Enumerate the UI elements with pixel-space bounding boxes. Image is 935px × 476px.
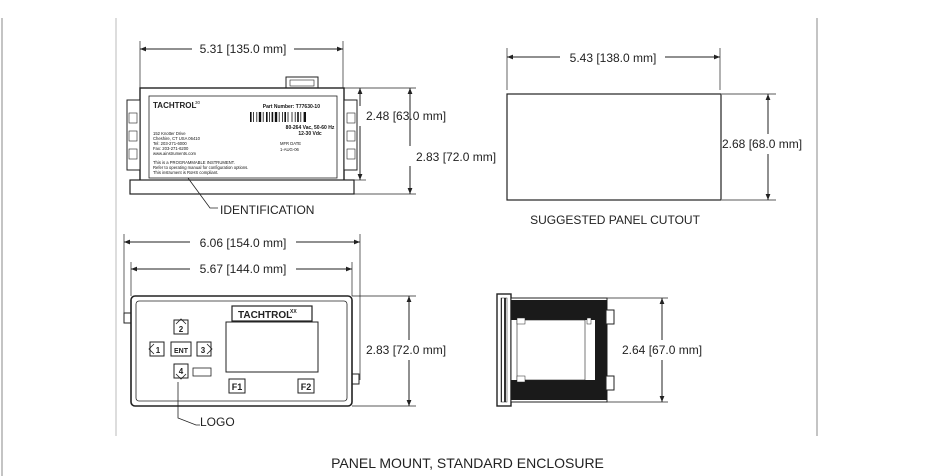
barcode-bar bbox=[297, 112, 299, 122]
key-left-button[interactable] bbox=[149, 341, 165, 357]
dim-front-height: 2.83 [72.0 mm] bbox=[366, 343, 446, 357]
id-note3: This instrument is RoHS compliant. bbox=[153, 170, 218, 175]
barcode-bar bbox=[274, 112, 278, 122]
indicator-slot bbox=[192, 367, 212, 377]
f2-button[interactable] bbox=[297, 378, 315, 394]
id-date: 1-AUG-06 bbox=[280, 147, 300, 152]
side-view: 2.64 [67.0 mm] bbox=[496, 293, 702, 407]
logo-label-text: LOGO bbox=[200, 415, 235, 429]
id-address1: 152 Knotter Drive bbox=[153, 131, 186, 136]
barcode-bar bbox=[266, 112, 268, 122]
right-clip bbox=[351, 373, 360, 385]
dim-front-width-outer: 6.06 [154.0 mm] bbox=[200, 236, 287, 250]
key-right-button[interactable] bbox=[196, 341, 212, 357]
dim-front-width-inner: 5.67 [144.0 mm] bbox=[200, 262, 287, 276]
identification-label bbox=[148, 95, 338, 179]
barcode-bar bbox=[253, 112, 254, 122]
id-note2: Refer to operating manual for configurat… bbox=[153, 165, 248, 170]
cutout-rectangle bbox=[506, 93, 722, 201]
barcode-bar bbox=[258, 112, 262, 122]
front-logo-plate bbox=[231, 305, 313, 322]
side-rib-top bbox=[511, 300, 607, 320]
dim-cutout-width: 5.43 [138.0 mm] bbox=[570, 51, 657, 65]
barcode bbox=[250, 112, 306, 122]
side-terminal-top bbox=[605, 309, 615, 325]
key-left-label: 1 bbox=[156, 346, 161, 355]
dim-top-height-inner: 2.48 [63.0 mm] bbox=[366, 109, 446, 123]
barcode-bar bbox=[294, 112, 296, 122]
key-up-label: 2 bbox=[179, 325, 184, 334]
barcode-bar bbox=[250, 112, 252, 122]
barcode-bar bbox=[262, 112, 264, 122]
top-view: 5.31 [135.0 mm] TACHTROL 30 Part Number:… bbox=[126, 41, 496, 217]
id-tel: Tel: 203-271-6000 bbox=[153, 141, 187, 146]
key-enter-label: ENT bbox=[174, 348, 189, 355]
barcode-bar bbox=[300, 112, 302, 122]
id-address2: Cheshire, CT USA 06410 bbox=[153, 136, 201, 141]
side-rib-bottom bbox=[511, 380, 607, 400]
id-brand-sup: 30 bbox=[195, 100, 201, 105]
key-enter-button[interactable] bbox=[170, 341, 192, 357]
front-view: 6.06 [154.0 mm] 5.67 [144.0 mm] TACHTROL… bbox=[123, 234, 446, 429]
front-brand: TACHTROL bbox=[238, 310, 292, 321]
front-brand-sup: XX bbox=[290, 309, 297, 315]
key-down-label: 4 bbox=[179, 367, 184, 376]
f1-button[interactable] bbox=[228, 378, 246, 394]
f1-label: F1 bbox=[232, 382, 243, 392]
barcode-bar bbox=[278, 112, 280, 122]
identification-label-text: IDENTIFICATION bbox=[220, 203, 314, 217]
barcode-bar bbox=[282, 112, 283, 122]
barcode-bar bbox=[291, 112, 293, 122]
key-up-button[interactable] bbox=[173, 319, 189, 335]
barcode-bar bbox=[271, 112, 274, 122]
id-brand: TACHTROL bbox=[153, 101, 197, 110]
barcode-bar bbox=[287, 112, 289, 122]
dim-top-width: 5.31 [135.0 mm] bbox=[200, 42, 287, 56]
id-part-number: Part Number: T77630-10 bbox=[263, 104, 320, 110]
identification-leader bbox=[187, 177, 218, 209]
bezel-bottom bbox=[129, 179, 355, 195]
id-web: www.ainstruments.com bbox=[153, 151, 197, 156]
barcode-bar bbox=[256, 112, 258, 122]
id-mfr: MFR DATE bbox=[280, 141, 301, 146]
id-power1: 80-264 Vac, 50-60 Hz bbox=[286, 125, 335, 131]
id-power2: 12-30 Vdc bbox=[298, 131, 322, 137]
dim-side-height: 2.64 [67.0 mm] bbox=[622, 343, 702, 357]
key-right-label: 3 bbox=[201, 346, 206, 355]
left-clip bbox=[123, 312, 132, 324]
id-fax: Fax: 203-271-6200 bbox=[153, 146, 189, 151]
barcode-bar bbox=[303, 112, 306, 122]
suggested-cutout-label: SUGGESTED PANEL CUTOUT bbox=[530, 213, 700, 227]
f2-label: F2 bbox=[301, 382, 312, 392]
dim-top-height-outer: 2.83 [72.0 mm] bbox=[416, 150, 496, 164]
logo-leader bbox=[177, 382, 200, 426]
key-down-button[interactable] bbox=[173, 363, 189, 379]
figure-caption: PANEL MOUNT, STANDARD ENCLOSURE bbox=[331, 455, 604, 471]
barcode-bar bbox=[269, 112, 270, 122]
id-note1: This is a PROGRAMMABLE INSTRUMENT. bbox=[153, 160, 235, 165]
panel-cutout-view: 5.43 [138.0 mm] 2.68 [68.0 mm] SUGGESTED… bbox=[506, 48, 802, 227]
barcode-bar bbox=[284, 112, 286, 122]
display-window bbox=[225, 321, 319, 373]
side-terminal-bottom bbox=[605, 375, 615, 391]
dim-cutout-height: 2.68 [68.0 mm] bbox=[722, 137, 802, 151]
